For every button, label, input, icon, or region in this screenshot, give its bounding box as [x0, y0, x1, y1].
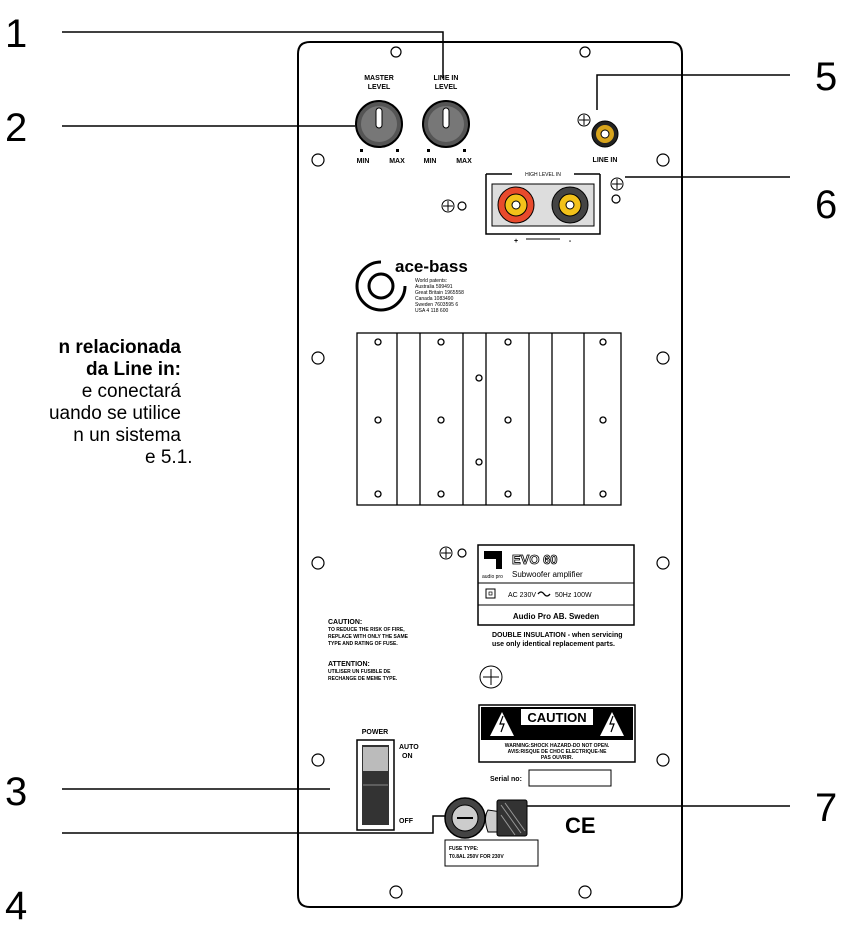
svg-text:LINE IN: LINE IN — [593, 157, 618, 164]
double-insulation-line2: use only identical replacement parts. — [492, 641, 615, 648]
svg-text:POWER: POWER — [362, 729, 388, 736]
mounting-holes — [311, 46, 670, 899]
svg-text:ATTENTION:: ATTENTION: — [328, 661, 370, 668]
master-level-knob[interactable]: MASTER LEVEL MIN MAX — [355, 75, 405, 165]
svg-text:Sweden 7603595 6: Sweden 7603595 6 — [415, 302, 458, 308]
side-text-line-6: e 5.1. — [145, 447, 193, 468]
svg-text:OFF: OFF — [399, 818, 414, 825]
svg-text:Subwoofer amplifier: Subwoofer amplifier — [512, 570, 583, 579]
side-description: n relacionada da Line in: e conectará ua… — [0, 337, 193, 469]
svg-text:AUTO: AUTO — [399, 744, 419, 751]
svg-text:LEVEL: LEVEL — [435, 84, 458, 91]
svg-text:+: + — [514, 238, 518, 245]
rear-panel — [297, 41, 683, 908]
svg-text:World patents:: World patents: — [415, 278, 447, 284]
svg-text:REPLACE WITH ONLY THE SAME: REPLACE WITH ONLY THE SAME — [328, 634, 409, 640]
svg-text:HIGH LEVEL IN: HIGH LEVEL IN — [525, 172, 561, 178]
svg-text:MIN: MIN — [357, 158, 370, 165]
power-switch[interactable]: POWER AUTO ON OFF — [356, 729, 419, 831]
svg-text:LINE IN: LINE IN — [434, 75, 459, 82]
ce-mark: CE — [565, 813, 596, 838]
fuse-holder[interactable]: FUSE TYPE: T0.8AL 250V FOR 230V — [444, 797, 539, 867]
side-text-line-1: n relacionada — [58, 337, 182, 358]
svg-text:CAUTION:: CAUTION: — [328, 619, 362, 626]
svg-text:CAUTION: CAUTION — [527, 710, 586, 725]
high-level-in-terminals[interactable]: HIGH LEVEL IN + - — [485, 172, 601, 245]
svg-text:Great Britain 1965558: Great Britain 1965558 — [415, 290, 464, 296]
callout-1: 1 — [5, 12, 27, 56]
side-text-line-3: e conectará — [81, 381, 181, 402]
svg-text:RECHANGE DE MEME TYPE.: RECHANGE DE MEME TYPE. — [328, 676, 398, 682]
svg-text:50Hz 100W: 50Hz 100W — [555, 592, 592, 599]
svg-text:Australia 599491: Australia 599491 — [415, 284, 453, 290]
line-in-level-knob[interactable]: LINE IN LEVEL MIN MAX — [422, 75, 472, 165]
svg-text:AVIS:RISQUE DE CHOC ELECTRIQUE: AVIS:RISQUE DE CHOC ELECTRIQUE-NE — [508, 749, 607, 755]
svg-text:audio pro: audio pro — [482, 574, 503, 580]
svg-text:WARNING:SHOCK HAZARD-DO NOT OP: WARNING:SHOCK HAZARD-DO NOT OPEN. — [505, 743, 610, 749]
svg-text:PAS OUVRIR.: PAS OUVRIR. — [541, 755, 574, 761]
rating-plate: audio pro EVO 60 Subwoofer amplifier AC … — [477, 544, 635, 626]
screw-icons — [439, 113, 624, 689]
ace-bass-logo: ace-bass World patents: Australia 599491… — [355, 257, 468, 314]
svg-text:MIN: MIN — [424, 158, 437, 165]
svg-text:MAX: MAX — [389, 158, 405, 165]
serial-field — [528, 769, 612, 787]
callout-4: 4 — [5, 884, 27, 928]
svg-text:Canada 1083490: Canada 1083490 — [415, 296, 454, 302]
side-text-line-5: n un sistema — [73, 425, 181, 446]
side-text-line-4: uando se utilice — [48, 403, 181, 424]
double-insulation-line1: DOUBLE INSULATION - when servicing — [492, 632, 623, 639]
svg-text:FUSE TYPE:: FUSE TYPE: — [449, 846, 479, 852]
callout-lines — [62, 31, 790, 834]
callout-6: 6 — [815, 183, 837, 227]
power-cord-inlet[interactable] — [485, 799, 528, 837]
line-in-jack[interactable]: LINE IN — [591, 120, 619, 164]
svg-text:ace-bass: ace-bass — [395, 257, 468, 276]
svg-text:T0.8AL 250V FOR 230V: T0.8AL 250V FOR 230V — [449, 854, 504, 860]
svg-text:-: - — [569, 238, 572, 245]
fuse-caution-text: CAUTION: TO REDUCE THE RISK OF FIRE, REP… — [328, 619, 409, 682]
svg-text:EVO 60: EVO 60 — [512, 552, 558, 567]
svg-text:TO REDUCE THE RISK OF FIRE,: TO REDUCE THE RISK OF FIRE, — [328, 627, 405, 633]
serial-label: Serial no: — [490, 776, 522, 783]
side-text-line-2: da Line in: — [86, 359, 181, 380]
svg-text:TYPE AND RATING OF FUSE.: TYPE AND RATING OF FUSE. — [328, 641, 398, 647]
callout-2: 2 — [5, 106, 27, 150]
caution-label: CAUTION WARNING:SHOCK HAZARD-DO NOT OPEN… — [478, 704, 636, 763]
svg-text:MASTER: MASTER — [364, 75, 394, 82]
svg-text:ON: ON — [402, 753, 413, 760]
svg-text:MAX: MAX — [456, 158, 472, 165]
callout-7: 7 — [815, 786, 837, 830]
heat-sink — [356, 332, 622, 506]
callout-5: 5 — [815, 55, 837, 99]
svg-text:USA 4 118 600: USA 4 118 600 — [415, 308, 448, 314]
callout-3: 3 — [5, 770, 27, 814]
svg-text:UTILISER UN FUSIBLE DE: UTILISER UN FUSIBLE DE — [328, 669, 391, 675]
svg-text:AC 230V: AC 230V — [508, 592, 536, 599]
svg-text:Audio Pro AB. Sweden: Audio Pro AB. Sweden — [513, 612, 599, 621]
svg-text:LEVEL: LEVEL — [368, 84, 391, 91]
